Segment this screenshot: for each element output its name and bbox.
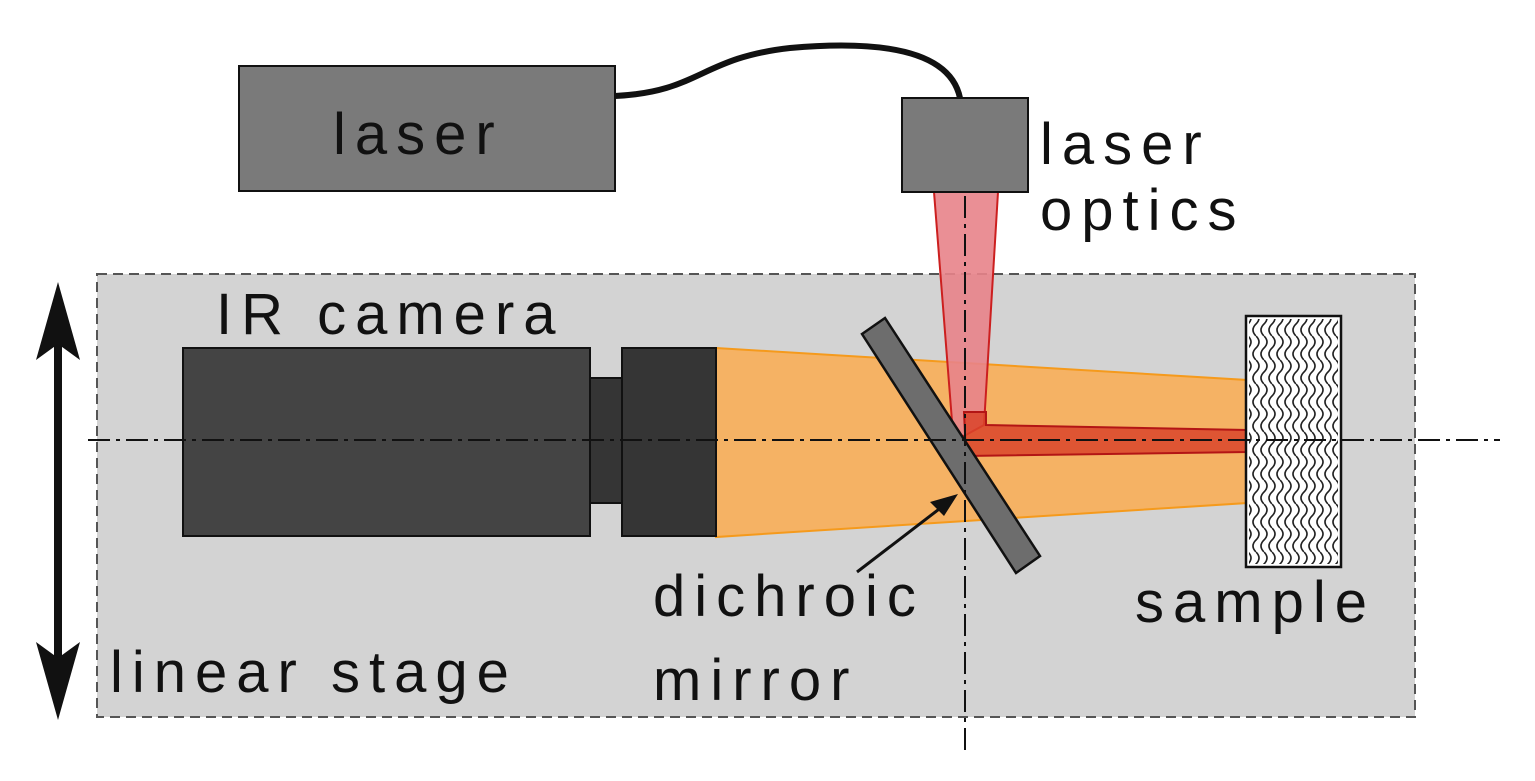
ir-camera-lens xyxy=(621,347,717,537)
laser-label: laser xyxy=(333,102,504,167)
fiber-cable xyxy=(614,42,963,99)
sample-label: sample xyxy=(1135,570,1376,635)
ir-camera-label: IR camera xyxy=(216,282,565,347)
ir-camera-coupler xyxy=(589,377,623,504)
arrow-up-icon xyxy=(36,282,80,360)
sample-texture xyxy=(1249,319,1338,564)
mirror-pointer-arrowhead xyxy=(930,494,958,516)
ir-camera-body xyxy=(182,347,591,537)
laser-optics-label-line1: laser xyxy=(1040,112,1211,177)
linear-stage-label: linear stage xyxy=(110,640,518,705)
mirror-pointer-line xyxy=(856,501,948,574)
dichroic-mirror-label-line2: mirror xyxy=(653,648,858,713)
laser-optics-label-line2: optics xyxy=(1040,178,1246,243)
laser-optics-box xyxy=(901,97,1029,193)
dichroic-mirror-label-line1: dichroic xyxy=(653,564,925,629)
arrow-down-icon xyxy=(36,642,80,720)
laser-box xyxy=(238,65,616,192)
